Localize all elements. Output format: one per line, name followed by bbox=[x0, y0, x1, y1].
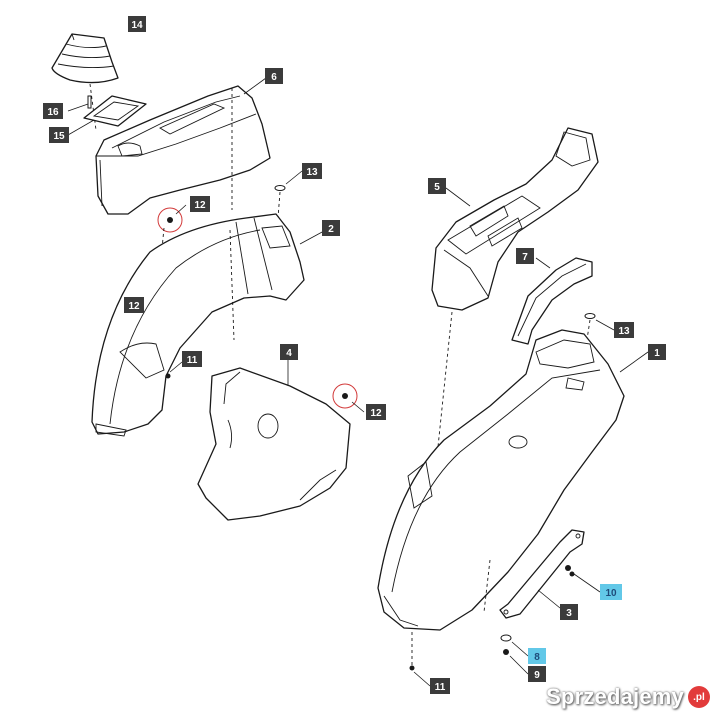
callout-11-left: 11 bbox=[182, 351, 202, 367]
part-9-nut bbox=[503, 649, 529, 675]
callout-10: 10 bbox=[600, 584, 622, 600]
part-1-right-fender bbox=[377, 329, 649, 666]
part-7-grab-handle bbox=[511, 257, 593, 345]
callout-12-a: 12 bbox=[190, 196, 210, 212]
svg-text:16: 16 bbox=[47, 107, 59, 118]
svg-text:8: 8 bbox=[534, 652, 540, 663]
callout-9: 9 bbox=[528, 666, 546, 682]
svg-text:13: 13 bbox=[306, 167, 318, 178]
part-3-bracket bbox=[499, 529, 585, 619]
part-10-bolts bbox=[565, 565, 601, 593]
svg-text:14: 14 bbox=[131, 20, 143, 31]
svg-text:4: 4 bbox=[286, 348, 292, 359]
part-11-bolt-right bbox=[409, 665, 431, 687]
svg-text:11: 11 bbox=[435, 682, 446, 693]
svg-text:12: 12 bbox=[370, 408, 382, 419]
part-8-washer bbox=[500, 634, 529, 657]
svg-text:2: 2 bbox=[328, 224, 334, 235]
part-15-plate bbox=[67, 95, 147, 136]
part-13-washer-right bbox=[584, 313, 615, 347]
part-12-clip-c bbox=[332, 383, 365, 413]
callout-3: 3 bbox=[560, 604, 578, 620]
svg-text:12: 12 bbox=[194, 200, 206, 211]
svg-text:12: 12 bbox=[128, 301, 140, 312]
callout-labels: 14 16 15 6 13 12 2 12 11 4 12 5 7 13 1 1… bbox=[43, 16, 666, 694]
callout-2: 2 bbox=[322, 220, 340, 236]
callout-7: 7 bbox=[516, 248, 534, 264]
part-14-gaiter bbox=[51, 33, 119, 131]
svg-text:15: 15 bbox=[53, 131, 65, 142]
svg-text:13: 13 bbox=[618, 326, 630, 337]
callout-5: 5 bbox=[428, 178, 446, 194]
callout-4: 4 bbox=[280, 344, 298, 360]
callout-16: 16 bbox=[43, 103, 63, 119]
callout-13-right: 13 bbox=[614, 322, 634, 338]
callout-12-b: 12 bbox=[124, 297, 144, 313]
svg-text:7: 7 bbox=[522, 252, 528, 263]
part-6-console bbox=[95, 77, 271, 215]
svg-text:9: 9 bbox=[534, 670, 540, 681]
callout-12-c: 12 bbox=[366, 404, 386, 420]
callout-14: 14 bbox=[128, 16, 146, 32]
part-2-left-fender bbox=[91, 213, 325, 437]
svg-text:6: 6 bbox=[271, 72, 277, 83]
callout-8: 8 bbox=[528, 648, 546, 664]
part-5-lever-housing bbox=[431, 127, 599, 467]
callout-1: 1 bbox=[648, 344, 666, 360]
callout-11-right: 11 bbox=[430, 678, 450, 694]
callout-6: 6 bbox=[265, 68, 283, 84]
svg-text:3: 3 bbox=[566, 608, 572, 619]
part-11-bolt-left bbox=[165, 361, 183, 379]
callout-13-left: 13 bbox=[302, 163, 322, 179]
part-16-screw bbox=[67, 95, 92, 112]
svg-text:11: 11 bbox=[187, 355, 198, 366]
svg-text:10: 10 bbox=[605, 588, 617, 599]
part-4-panel bbox=[197, 356, 351, 521]
svg-text:1: 1 bbox=[654, 348, 660, 359]
callout-15: 15 bbox=[49, 127, 69, 143]
part-13-washer-left bbox=[274, 170, 303, 219]
svg-text:5: 5 bbox=[434, 182, 440, 193]
